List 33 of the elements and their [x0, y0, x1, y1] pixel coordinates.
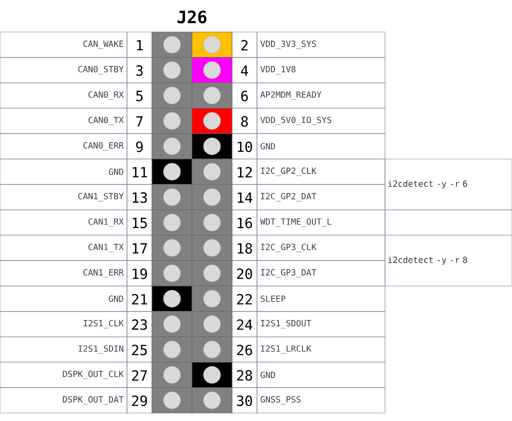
- table-cell: I2C_GP2_CLK: [256, 158, 386, 185]
- table-cell: GND: [256, 362, 386, 388]
- table-cell: I2S1_CLK: [0, 311, 128, 338]
- note-box: i2cdetect -y -r 6: [384, 158, 512, 210]
- table-cell: GND: [0, 158, 128, 185]
- table-cell: I2S1_LRCLK: [256, 336, 386, 362]
- table-cell: GND: [0, 286, 128, 312]
- title: J26: [178, 10, 206, 24]
- table-cell: CAN0_ERR: [0, 133, 128, 160]
- table-cell: VDD_1V8: [256, 57, 386, 84]
- table-cell: CAN1_TX: [0, 234, 128, 261]
- table-cell: I2C_GP2_DAT: [256, 184, 386, 210]
- table-cell: VDD_3V3_SYS: [256, 32, 386, 58]
- table-cell: I2S1_SDIN: [0, 336, 128, 362]
- table-cell: CAN0_RX: [0, 82, 128, 108]
- note-box: i2cdetect -y -r 8: [384, 234, 512, 286]
- table-cell: DSPK_OUT_DAT: [0, 387, 128, 414]
- table-cell: CAN1_STBY: [0, 184, 128, 210]
- table-cell: WDT_TIME_OUT_L: [256, 210, 386, 236]
- table-cell: AP2MDM_READY: [256, 82, 386, 108]
- table-cell: CAN0_TX: [0, 108, 128, 134]
- table-cell: I2S1_SDOUT: [256, 311, 386, 338]
- table-cell: CAN1_RX: [0, 210, 128, 236]
- table-cell: CAN0_STBY: [0, 57, 128, 84]
- table-cell: SLEEP: [256, 286, 386, 312]
- table-cell: I2C_GP3_DAT: [256, 260, 386, 286]
- table-cell: VDD_5V0_IO_SYS: [256, 108, 386, 134]
- table-cell: CAN1_ERR: [0, 260, 128, 286]
- table-cell: CAN_WAKE: [0, 32, 128, 58]
- table-cell: GNSS_PSS: [256, 387, 386, 414]
- table-cell: DSPK_OUT_CLK: [0, 362, 128, 388]
- table-cell: I2C_GP3_CLK: [256, 234, 386, 261]
- table-cell: GND: [256, 133, 386, 160]
